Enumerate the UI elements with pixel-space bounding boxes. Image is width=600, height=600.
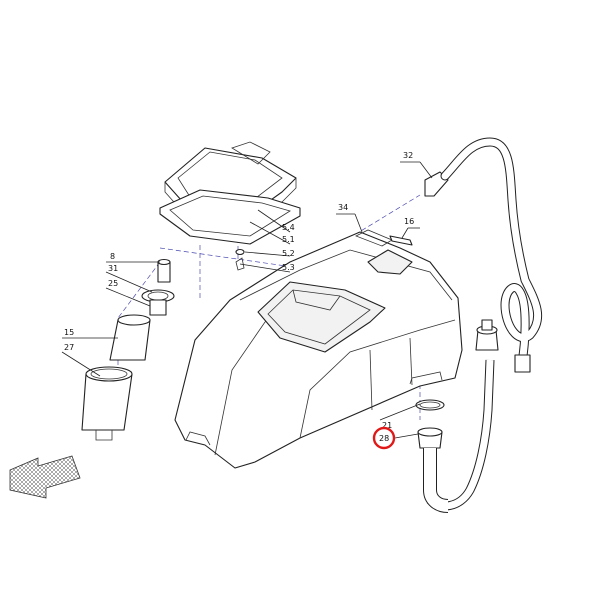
callout-28: 28 xyxy=(379,434,389,443)
callout-5-2: 5.2 xyxy=(282,249,295,258)
callout-27: 27 xyxy=(64,343,74,352)
filter-assembly-part[interactable] xyxy=(81,258,175,441)
callout-5-1: 5.1 xyxy=(282,235,295,244)
callout-21: 21 xyxy=(382,421,392,430)
hose-part[interactable] xyxy=(424,137,543,373)
callout-16: 16 xyxy=(404,217,414,226)
callout-34: 34 xyxy=(338,203,348,212)
lid-gasket-part[interactable] xyxy=(159,189,301,245)
clip-16-part[interactable] xyxy=(389,235,413,246)
highlight-circle xyxy=(372,426,396,450)
callout-8: 8 xyxy=(110,252,115,261)
callout-labels: 32 34 16 5.4 5.1 5.2 5.3 8 31 25 15 27 2… xyxy=(64,151,414,443)
clip-part[interactable] xyxy=(235,248,245,271)
callout-5-4: 5.4 xyxy=(282,223,295,232)
callout-31: 31 xyxy=(108,264,118,273)
main-housing-part[interactable] xyxy=(174,229,463,469)
callout-15: 15 xyxy=(64,328,74,337)
callout-25: 25 xyxy=(108,279,118,288)
callout-5-3: 5.3 xyxy=(282,263,295,272)
tube-28-part[interactable] xyxy=(415,399,449,513)
view-direction-arrow-icon xyxy=(9,455,81,499)
leader-lines xyxy=(61,161,433,439)
callout-32: 32 xyxy=(403,151,413,160)
